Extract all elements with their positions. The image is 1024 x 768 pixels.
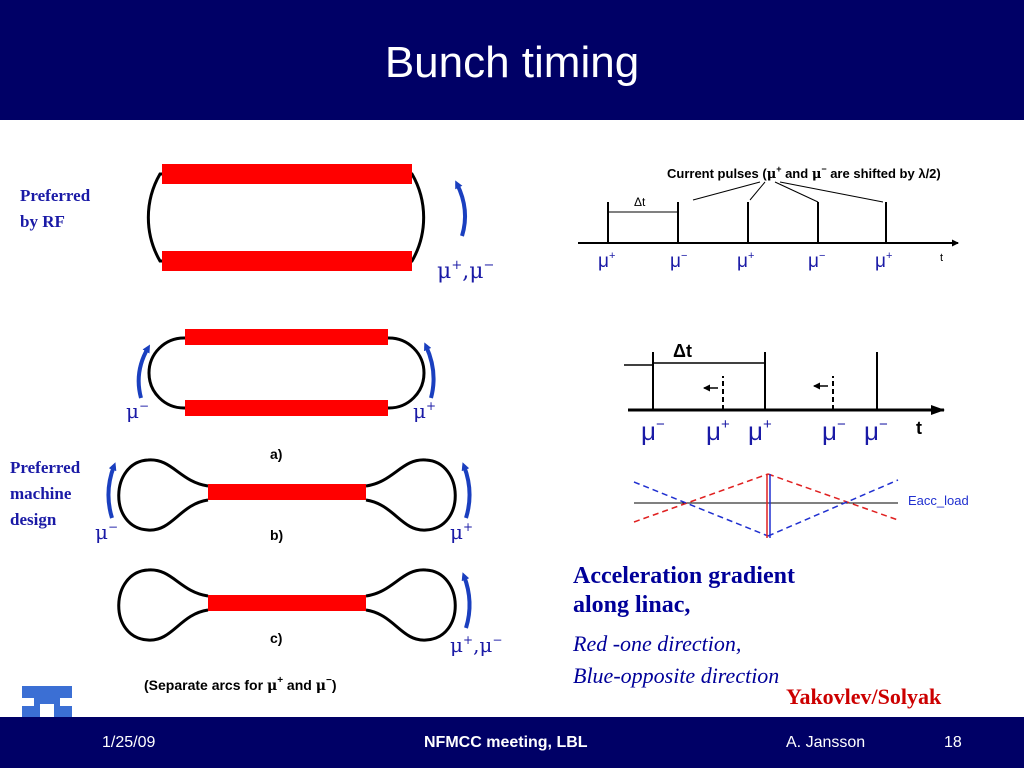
axis-t-small: t — [940, 252, 943, 264]
svg-text:μ+: μ+ — [748, 416, 772, 446]
red-line-rising — [633, 473, 769, 523]
svg-text:μ+: μ+ — [875, 250, 892, 272]
pulses-title: Current pulses (μ+ and μ− are shifted by… — [667, 164, 941, 182]
axis-t-large: t — [916, 418, 922, 438]
svg-text:μ−: μ− — [822, 416, 846, 446]
footer-bar: 1/25/09 NFMCC meeting, LBL A. Jansson 18 — [0, 717, 1024, 768]
ring-two-way: μ− μ+ a) — [126, 329, 436, 462]
title-bar: Bunch timing — [0, 0, 1024, 120]
slide-title: Bunch timing — [384, 38, 640, 87]
right-arrow — [424, 342, 436, 399]
svg-text:μ+,μ−: μ+,μ− — [437, 258, 494, 284]
footer-author: A. Jansson — [786, 734, 866, 751]
right-arrow — [461, 572, 472, 629]
credit: Yakovlev/Solyak — [786, 684, 942, 709]
dogbone-c: μ+,μ− c) (Separate arcs for μ+ and μ−) — [117, 568, 502, 694]
ring-preferred-rf: μ+,μ− — [146, 164, 494, 284]
svg-text:μ−: μ− — [95, 520, 118, 544]
footer-date: 1/25/09 — [102, 734, 156, 751]
shifted-pulses-diagram: Δt t μ− μ+ μ+ μ− μ− — [624, 341, 945, 446]
delta-t-large: Δt — [673, 341, 692, 361]
dogbone-b: μ− μ+ b) — [95, 458, 473, 544]
label-preferred-machine: Preferred machine design — [10, 458, 81, 529]
footer-meeting: NFMCC meeting, LBL — [424, 734, 588, 751]
gradient-plot: Eacc_load — [633, 473, 969, 538]
right-arrow — [461, 462, 472, 519]
svg-text:μ+: μ+ — [450, 520, 473, 544]
left-arrow — [136, 344, 151, 399]
gradient-caption-legend: Red -one direction, Blue-opposite direct… — [573, 631, 780, 688]
svg-text:μ−: μ− — [126, 399, 149, 423]
config-a-label: a) — [270, 446, 282, 462]
current-pulses-diagram: Current pulses (μ+ and μ− are shifted by… — [578, 164, 959, 272]
svg-text:μ−: μ− — [670, 250, 687, 272]
svg-text:μ+,μ−: μ+,μ− — [450, 633, 502, 657]
direction-arrow — [455, 180, 468, 237]
label-preferred-rf: Preferred by RF — [20, 186, 91, 231]
blue-line-rising — [767, 479, 899, 537]
config-c-label: c) — [270, 630, 282, 646]
svg-text:μ+: μ+ — [598, 250, 615, 272]
svg-text:μ+: μ+ — [413, 399, 436, 423]
svg-text:μ+: μ+ — [737, 250, 754, 272]
gradient-caption-heading: Acceleration gradient along linac, — [573, 563, 795, 618]
linac-top — [162, 164, 412, 184]
gradient-legend: Eacc_load — [908, 493, 969, 508]
red-line-falling — [767, 473, 899, 521]
delta-t-small: Δt — [634, 195, 646, 209]
linac-bottom — [162, 251, 412, 271]
svg-text:μ−: μ− — [808, 250, 825, 272]
left-arrow — [106, 462, 117, 519]
svg-text:μ−: μ− — [864, 416, 888, 446]
footer-page-number: 18 — [944, 734, 962, 751]
config-b-label: b) — [270, 527, 283, 543]
svg-text:μ+: μ+ — [706, 416, 730, 446]
separate-arcs-note: (Separate arcs for μ+ and μ−) — [144, 675, 336, 694]
blue-line-falling — [633, 481, 769, 537]
svg-text:μ−: μ− — [641, 416, 665, 446]
